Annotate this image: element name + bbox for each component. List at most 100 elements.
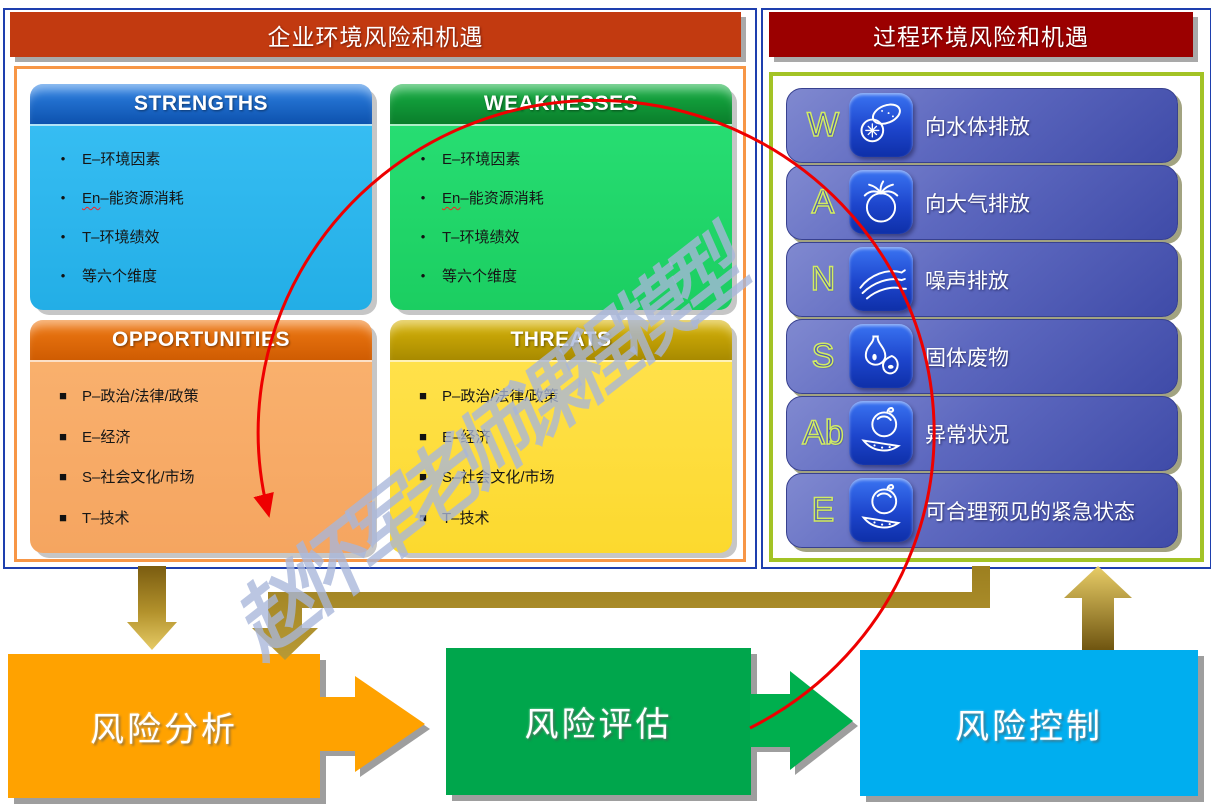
emission-icon-tile	[849, 170, 913, 234]
square-bullet-icon: ■	[419, 509, 427, 525]
emission-row-label: 异常状况	[925, 423, 1009, 447]
gold-up-arrow	[1064, 566, 1132, 650]
quadrant-item-text: E–环境因素	[82, 151, 161, 168]
quadrant-item-text: 等六个维度	[442, 268, 518, 285]
gold-down-arrow	[127, 566, 177, 650]
quadrant-item-text: E–经济	[442, 428, 491, 446]
dot-bullet-icon: •	[60, 268, 66, 283]
quadrant-item: ■ E–经济	[44, 426, 366, 447]
quadrant-item-text: P–政治/法律/政策	[82, 388, 199, 406]
right-panel-title: 过程环境风险和机遇	[769, 12, 1193, 57]
quadrant-title: WEAKNESSES	[483, 92, 639, 115]
quadrant-item: ■ E–经济	[404, 426, 726, 447]
quadrant-item: • E–环境因素	[44, 148, 366, 169]
dot-bullet-icon: •	[420, 229, 426, 244]
swot-quadrant-threats: THREATS ■P–政治/法律/政策 ■ E–经济 ■ S–社会文化/市场 ■ T–技术	[390, 320, 732, 553]
quadrant-item-text: S–社会文化/市场	[82, 469, 195, 487]
dot-bullet-icon: •	[420, 268, 426, 283]
quadrant-title: OPPORTUNITIES	[111, 328, 291, 351]
orange-arrow-shadow	[320, 681, 430, 777]
quadrant-item-text: E–经济	[82, 428, 131, 446]
emission-icon-tile	[849, 247, 913, 311]
quadrant-item-text: T–技术	[442, 509, 490, 527]
dot-bullet-icon: •	[60, 229, 66, 244]
quadrant-item: ■ T–技术	[44, 507, 366, 528]
right-panel-title-text: 过程环境风险和机遇	[873, 23, 1089, 50]
quadrant-item: ■ S–社会文化/市场	[404, 466, 726, 487]
quadrant-item: ■ T–技术	[404, 507, 726, 528]
quadrant-item-text: T–环境绩效	[442, 229, 520, 246]
emission-row-label: 可合理预见的紧急状态	[925, 500, 1135, 524]
green-flow-arrow	[750, 671, 853, 770]
left-panel-title: 企业环境风险和机遇	[10, 12, 741, 57]
emission-icon-tile	[849, 478, 913, 542]
quadrant-item: • T–环境绩效	[44, 226, 366, 247]
emission-row: S 固体废物	[786, 319, 1178, 394]
emission-row-letter: S	[811, 336, 835, 376]
emission-icon-tile	[849, 93, 913, 157]
emission-row-letter: W	[806, 105, 840, 145]
emission-row-label: 固体废物	[925, 346, 1009, 370]
dot-bullet-icon: •	[420, 151, 426, 166]
square-bullet-icon: ■	[419, 428, 427, 444]
process-step-label: 风险评估	[524, 706, 673, 744]
square-bullet-icon: ■	[59, 469, 67, 485]
quadrant-title: STRENGTHS	[133, 92, 268, 115]
gold-elbow-arrow	[252, 566, 990, 660]
quadrant-item-text: T–技术	[82, 509, 130, 527]
quadrant-title: THREATS	[510, 328, 612, 351]
quadrant-item-text: 等六个维度	[82, 268, 158, 285]
dot-bullet-icon: •	[420, 190, 426, 205]
quadrant-item-text: En–能资源消耗	[442, 190, 544, 207]
process-step: 风险控制	[860, 650, 1198, 796]
emission-row-letter: E	[811, 490, 835, 530]
orange-flow-arrow	[315, 676, 425, 772]
square-bullet-icon: ■	[59, 388, 67, 404]
square-bullet-icon: ■	[59, 428, 67, 444]
emission-icon-tile	[849, 401, 913, 465]
emission-row-label: 向大气排放	[925, 192, 1030, 216]
swot-quadrant-strengths: STRENGTHS • E–环境因素 • En–能资源消耗 • T–环境绩效 • 等六个维度	[30, 84, 372, 310]
quadrant-item: • 等六个维度	[44, 265, 366, 286]
banana-icon	[859, 269, 907, 300]
lemon-icon	[860, 103, 901, 143]
quadrant-item-text: En–能资源消耗	[82, 190, 184, 207]
quadrant-item: • En–能资源消耗	[44, 187, 366, 208]
quadrant-item: ■ P–政治/法律/政策	[44, 385, 366, 406]
emission-row: N 噪声排放	[786, 242, 1178, 317]
quadrant-item-text: T–环境绩效	[82, 229, 160, 246]
quadrant-item: • 等六个维度	[404, 265, 726, 286]
swot-quadrant-opportunities: OPPORTUNITIES■P–政治/法律/政策■E–经济■S–社会文化/市场■…	[30, 320, 372, 553]
quadrant-item: ■P–政治/法律/政策	[404, 385, 726, 406]
emission-row: Ab 异常状况	[786, 396, 1178, 471]
emission-row-label: 噪声排放	[925, 269, 1009, 293]
quadrant-item: • En–能资源消耗	[404, 187, 726, 208]
process-step: 风险评估	[446, 648, 751, 795]
emission-row-letter: Ab	[801, 413, 844, 453]
dot-bullet-icon: •	[60, 151, 66, 166]
dot-bullet-icon: •	[60, 190, 66, 205]
emission-row-letter: N	[810, 259, 836, 299]
quadrant-item: • T–环境绩效	[404, 226, 726, 247]
process-step-label: 风险控制	[955, 707, 1103, 746]
quadrant-item-text: E–环境因素	[442, 151, 521, 168]
quadrant-item-text: S–社会文化/市场	[442, 469, 555, 487]
emission-row: A 向大气排放	[786, 165, 1178, 240]
process-step-label: 风险分析	[90, 710, 238, 749]
emission-icon-tile	[849, 324, 913, 388]
quadrant-item-text: P–政治/法律/政策	[442, 388, 559, 406]
quadrant-item: • E–环境因素	[404, 148, 726, 169]
swot-quadrant-weaknesses: WEAKNESSES • E–环境因素 • En–能资源消耗 • T–环境绩效 • 等六个维度	[390, 84, 732, 310]
green-arrow-shadow	[755, 676, 858, 775]
process-step: 风险分析	[8, 654, 320, 798]
pear-icon	[864, 335, 899, 375]
watermelon-icon	[861, 484, 901, 529]
emission-row-label: 向水体排放	[925, 115, 1030, 139]
square-bullet-icon: ■	[419, 469, 427, 485]
square-bullet-icon: ■	[59, 509, 67, 525]
emission-row: E 可合理预见的紧急状态	[786, 473, 1178, 548]
watermelon-icon	[861, 407, 901, 452]
left-panel-title-text: 企业环境风险和机遇	[267, 23, 484, 50]
quadrant-item: ■ S–社会文化/市场	[44, 466, 366, 487]
